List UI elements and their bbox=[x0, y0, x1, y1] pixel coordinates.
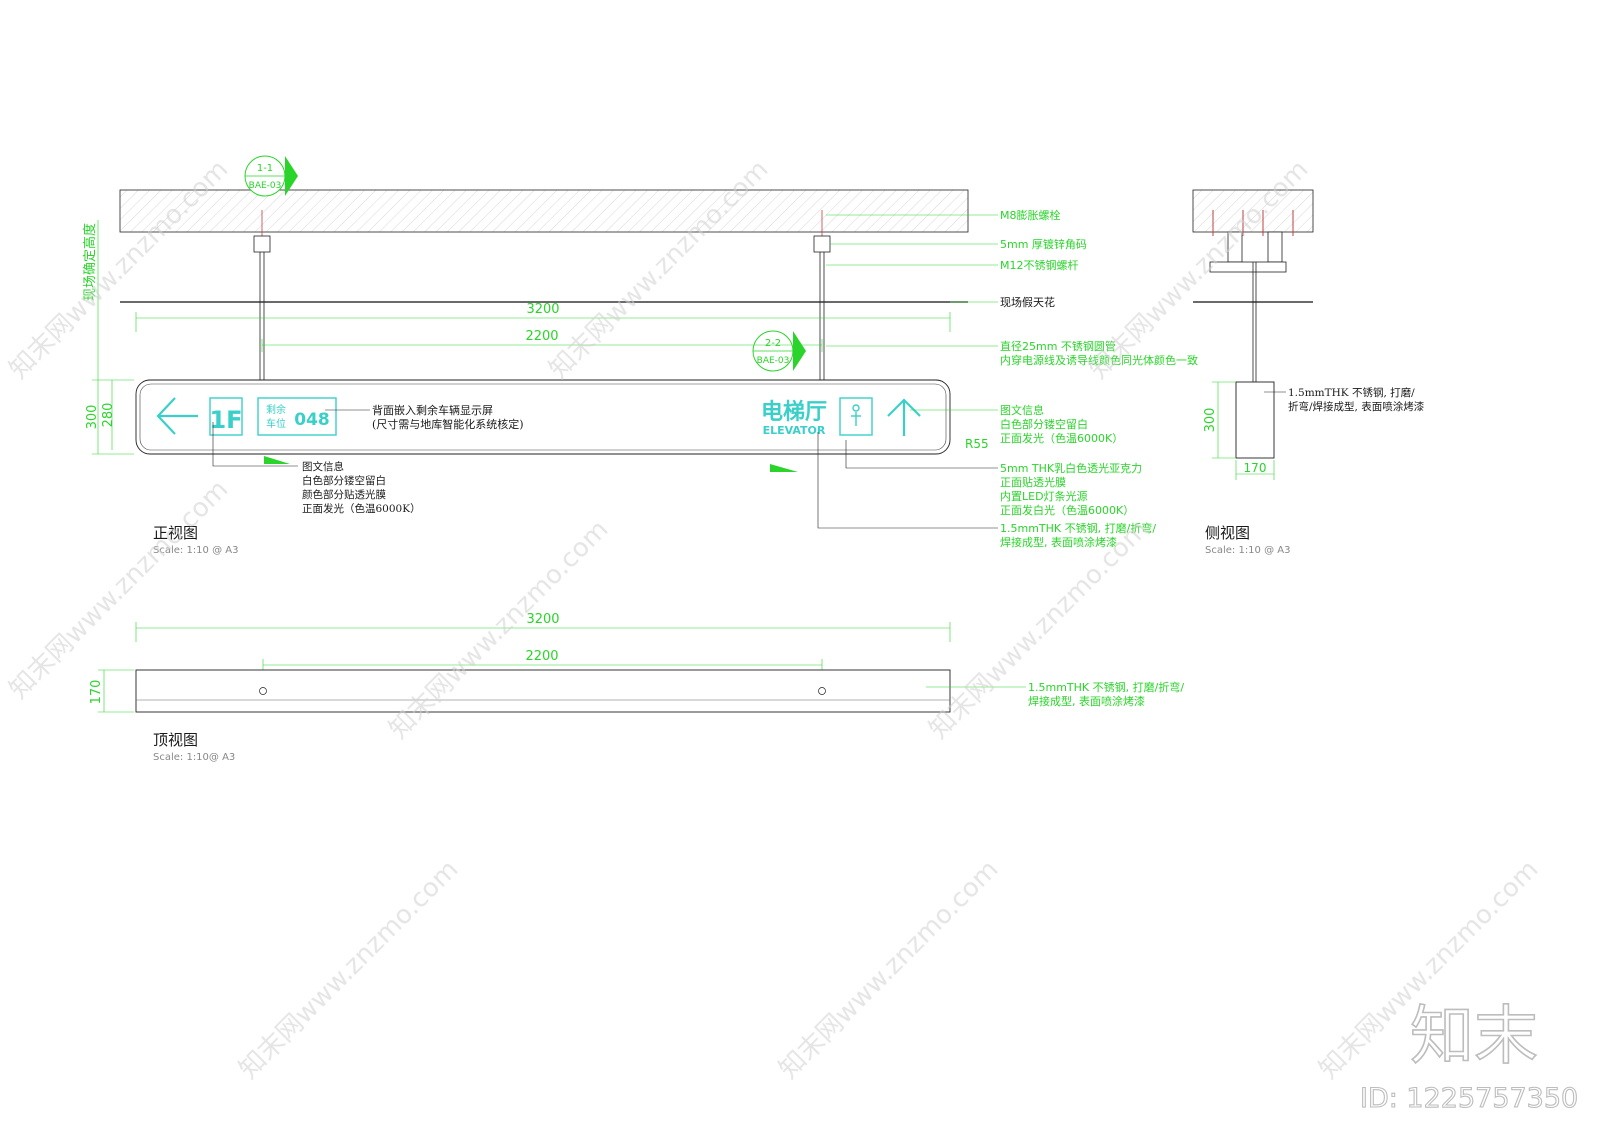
sign-body-inner bbox=[139, 383, 947, 451]
dim-vertical-left bbox=[92, 220, 134, 455]
front-view-title: 正视图 bbox=[153, 524, 198, 542]
watermark-8: 知末网www.znzmo.com bbox=[774, 854, 1005, 1085]
sign-body-outer bbox=[135, 379, 951, 455]
side-view-scale: Scale: 1:10 @ A3 bbox=[1205, 545, 1290, 556]
dim-front-280-label: 280 bbox=[101, 403, 116, 428]
note-acrylic-1: 5mm THK乳白色透光亚克力 bbox=[1000, 461, 1142, 475]
elevator-cn: 电梯厅 bbox=[761, 399, 827, 425]
parking-count: 048 bbox=[294, 410, 330, 430]
dim-front-3200-label: 3200 bbox=[526, 302, 559, 317]
top-sign-body bbox=[135, 669, 951, 713]
sign-face: 1F 剩余 车位 048 电梯厅 ELEVATOR bbox=[156, 397, 921, 437]
front-graphic-note-2: 白色部分镂空留白 bbox=[302, 474, 386, 487]
cut-marker-left bbox=[264, 456, 290, 464]
top-view: 3200 2200 170 1.5mmTHK 不锈钢, 打磨/折弯/ 焊接成型,… bbox=[89, 612, 1184, 763]
side-depth-label: 170 bbox=[1244, 461, 1267, 475]
watermark-2: 知末网www.znzmo.com bbox=[544, 154, 775, 385]
note-steel-1: 1.5mmTHK 不锈钢, 打磨/折弯/ bbox=[1000, 521, 1156, 535]
dim-top-2200-label: 2200 bbox=[525, 649, 558, 664]
note-tube-1: 直径25mm 不锈钢圆管 bbox=[1000, 339, 1116, 353]
dim-front-2200-label: 2200 bbox=[525, 329, 558, 344]
watermarks: 知末网www.znzmo.com 知末网www.znzmo.com 知末网www… bbox=[4, 154, 1545, 1085]
section-mark-1: 1-1 BAE-03 bbox=[244, 155, 298, 197]
arrow-left-icon bbox=[156, 397, 198, 435]
side-bracket bbox=[1209, 231, 1287, 392]
parking-label-2: 车位 bbox=[266, 417, 286, 430]
top-note-2: 焊接成型, 表面喷涂烤漆 bbox=[1028, 694, 1145, 708]
front-graphic-note-4: 正面发光（色温6000K） bbox=[302, 502, 421, 515]
dim-front-300-label: 300 bbox=[85, 405, 100, 430]
level-text: 1F bbox=[209, 406, 242, 434]
note-graphic-2: 白色部分镂空留白 bbox=[1000, 417, 1088, 431]
elevator-icon bbox=[839, 397, 873, 436]
front-leaders bbox=[212, 409, 998, 529]
note-steel-2: 焊接成型, 表面喷涂烤漆 bbox=[1000, 535, 1117, 549]
screen-note-1: 背面嵌入剩余车辆显示屏 bbox=[372, 403, 493, 417]
top-view-scale: Scale: 1:10@ A3 bbox=[153, 752, 235, 763]
watermark-7: 知末网www.znzmo.com bbox=[234, 854, 465, 1085]
corner-radius-label: R55 bbox=[965, 437, 989, 451]
front-graphic-note-1: 图文信息 bbox=[302, 460, 344, 473]
side-height-label: 300 bbox=[1203, 408, 1218, 433]
note-graphic-3: 正面发光（色温6000K） bbox=[1000, 431, 1123, 445]
hanger-left bbox=[253, 210, 271, 380]
side-dims bbox=[1212, 381, 1275, 480]
front-view: 1-1 BAE-03 2-2 BAE-03 3200 2200 bbox=[82, 155, 1198, 556]
note-tube-2: 内穿电源线及诱导线颜色同光体颜色一致 bbox=[1000, 353, 1198, 367]
front-view-scale: Scale: 1:10 @ A3 bbox=[153, 545, 238, 556]
side-note-2: 折弯/焊接成型, 表面喷涂烤漆 bbox=[1288, 400, 1425, 413]
dim-top-depth bbox=[98, 669, 134, 713]
dim-top-3200-label: 3200 bbox=[526, 612, 559, 627]
note-ceiling: 现场假天花 bbox=[1000, 295, 1055, 309]
hanger-right bbox=[813, 210, 831, 380]
note-acrylic-2: 正面贴透光膜 bbox=[1000, 475, 1066, 489]
dim-front-2200 bbox=[261, 339, 823, 352]
top-depth-label: 170 bbox=[89, 680, 104, 705]
note-graphic-1: 图文信息 bbox=[1000, 403, 1044, 417]
parking-label-1: 剩余 bbox=[266, 403, 286, 416]
side-sign-body bbox=[1235, 381, 1275, 459]
section-mark-1-ref: BAE-03 bbox=[249, 181, 282, 191]
top-rod-hole-left bbox=[259, 687, 267, 695]
right-leaders bbox=[826, 214, 998, 411]
level-badge bbox=[209, 397, 243, 436]
concrete-slab bbox=[119, 189, 969, 233]
brand-logo: 知末 bbox=[1410, 1000, 1538, 1074]
vertical-height-label: 现场确定高度 bbox=[82, 223, 98, 301]
note-acrylic-4: 正面发白光（色温6000K） bbox=[1000, 503, 1134, 517]
elevator-en: ELEVATOR bbox=[763, 424, 826, 437]
top-note-1: 1.5mmTHK 不锈钢, 打磨/折弯/ bbox=[1028, 680, 1184, 694]
top-view-title: 顶视图 bbox=[153, 731, 198, 749]
cut-marker-right bbox=[770, 464, 798, 472]
watermark-1: 知末网www.znzmo.com bbox=[4, 154, 235, 385]
side-anchor-bolts bbox=[1212, 210, 1294, 236]
note-acrylic-3: 内置LED灯条光源 bbox=[1000, 489, 1088, 503]
parking-display bbox=[257, 397, 337, 436]
dim-front-3200 bbox=[135, 312, 951, 332]
side-view: 300 170 1.5mmTHK 不锈钢, 打磨/ 折弯/焊接成型, 表面喷涂烤… bbox=[1192, 189, 1425, 556]
note-bolt: M8膨胀螺栓 bbox=[1000, 208, 1061, 222]
section-mark-2: 2-2 BAE-03 bbox=[752, 330, 806, 372]
brand-id: ID: 1225757350 bbox=[1360, 1083, 1578, 1114]
screen-note-2: (尺寸需与地库智能化系统核定) bbox=[372, 417, 524, 431]
side-view-title: 侧视图 bbox=[1205, 524, 1250, 542]
note-rod: M12不锈钢螺杆 bbox=[1000, 258, 1079, 272]
arrow-up-icon bbox=[887, 398, 921, 436]
section-mark-2-num: 2-2 bbox=[765, 338, 781, 349]
side-note-1: 1.5mmTHK 不锈钢, 打磨/ bbox=[1288, 386, 1415, 399]
note-angle: 5mm 厚镀锌角码 bbox=[1000, 237, 1087, 251]
dim-top-3200 bbox=[135, 622, 951, 642]
top-rod-hole-right bbox=[818, 687, 826, 695]
front-graphic-note-3: 颜色部分贴透光膜 bbox=[302, 488, 386, 501]
section-mark-2-ref: BAE-03 bbox=[757, 356, 790, 366]
section-mark-1-num: 1-1 bbox=[257, 163, 273, 174]
